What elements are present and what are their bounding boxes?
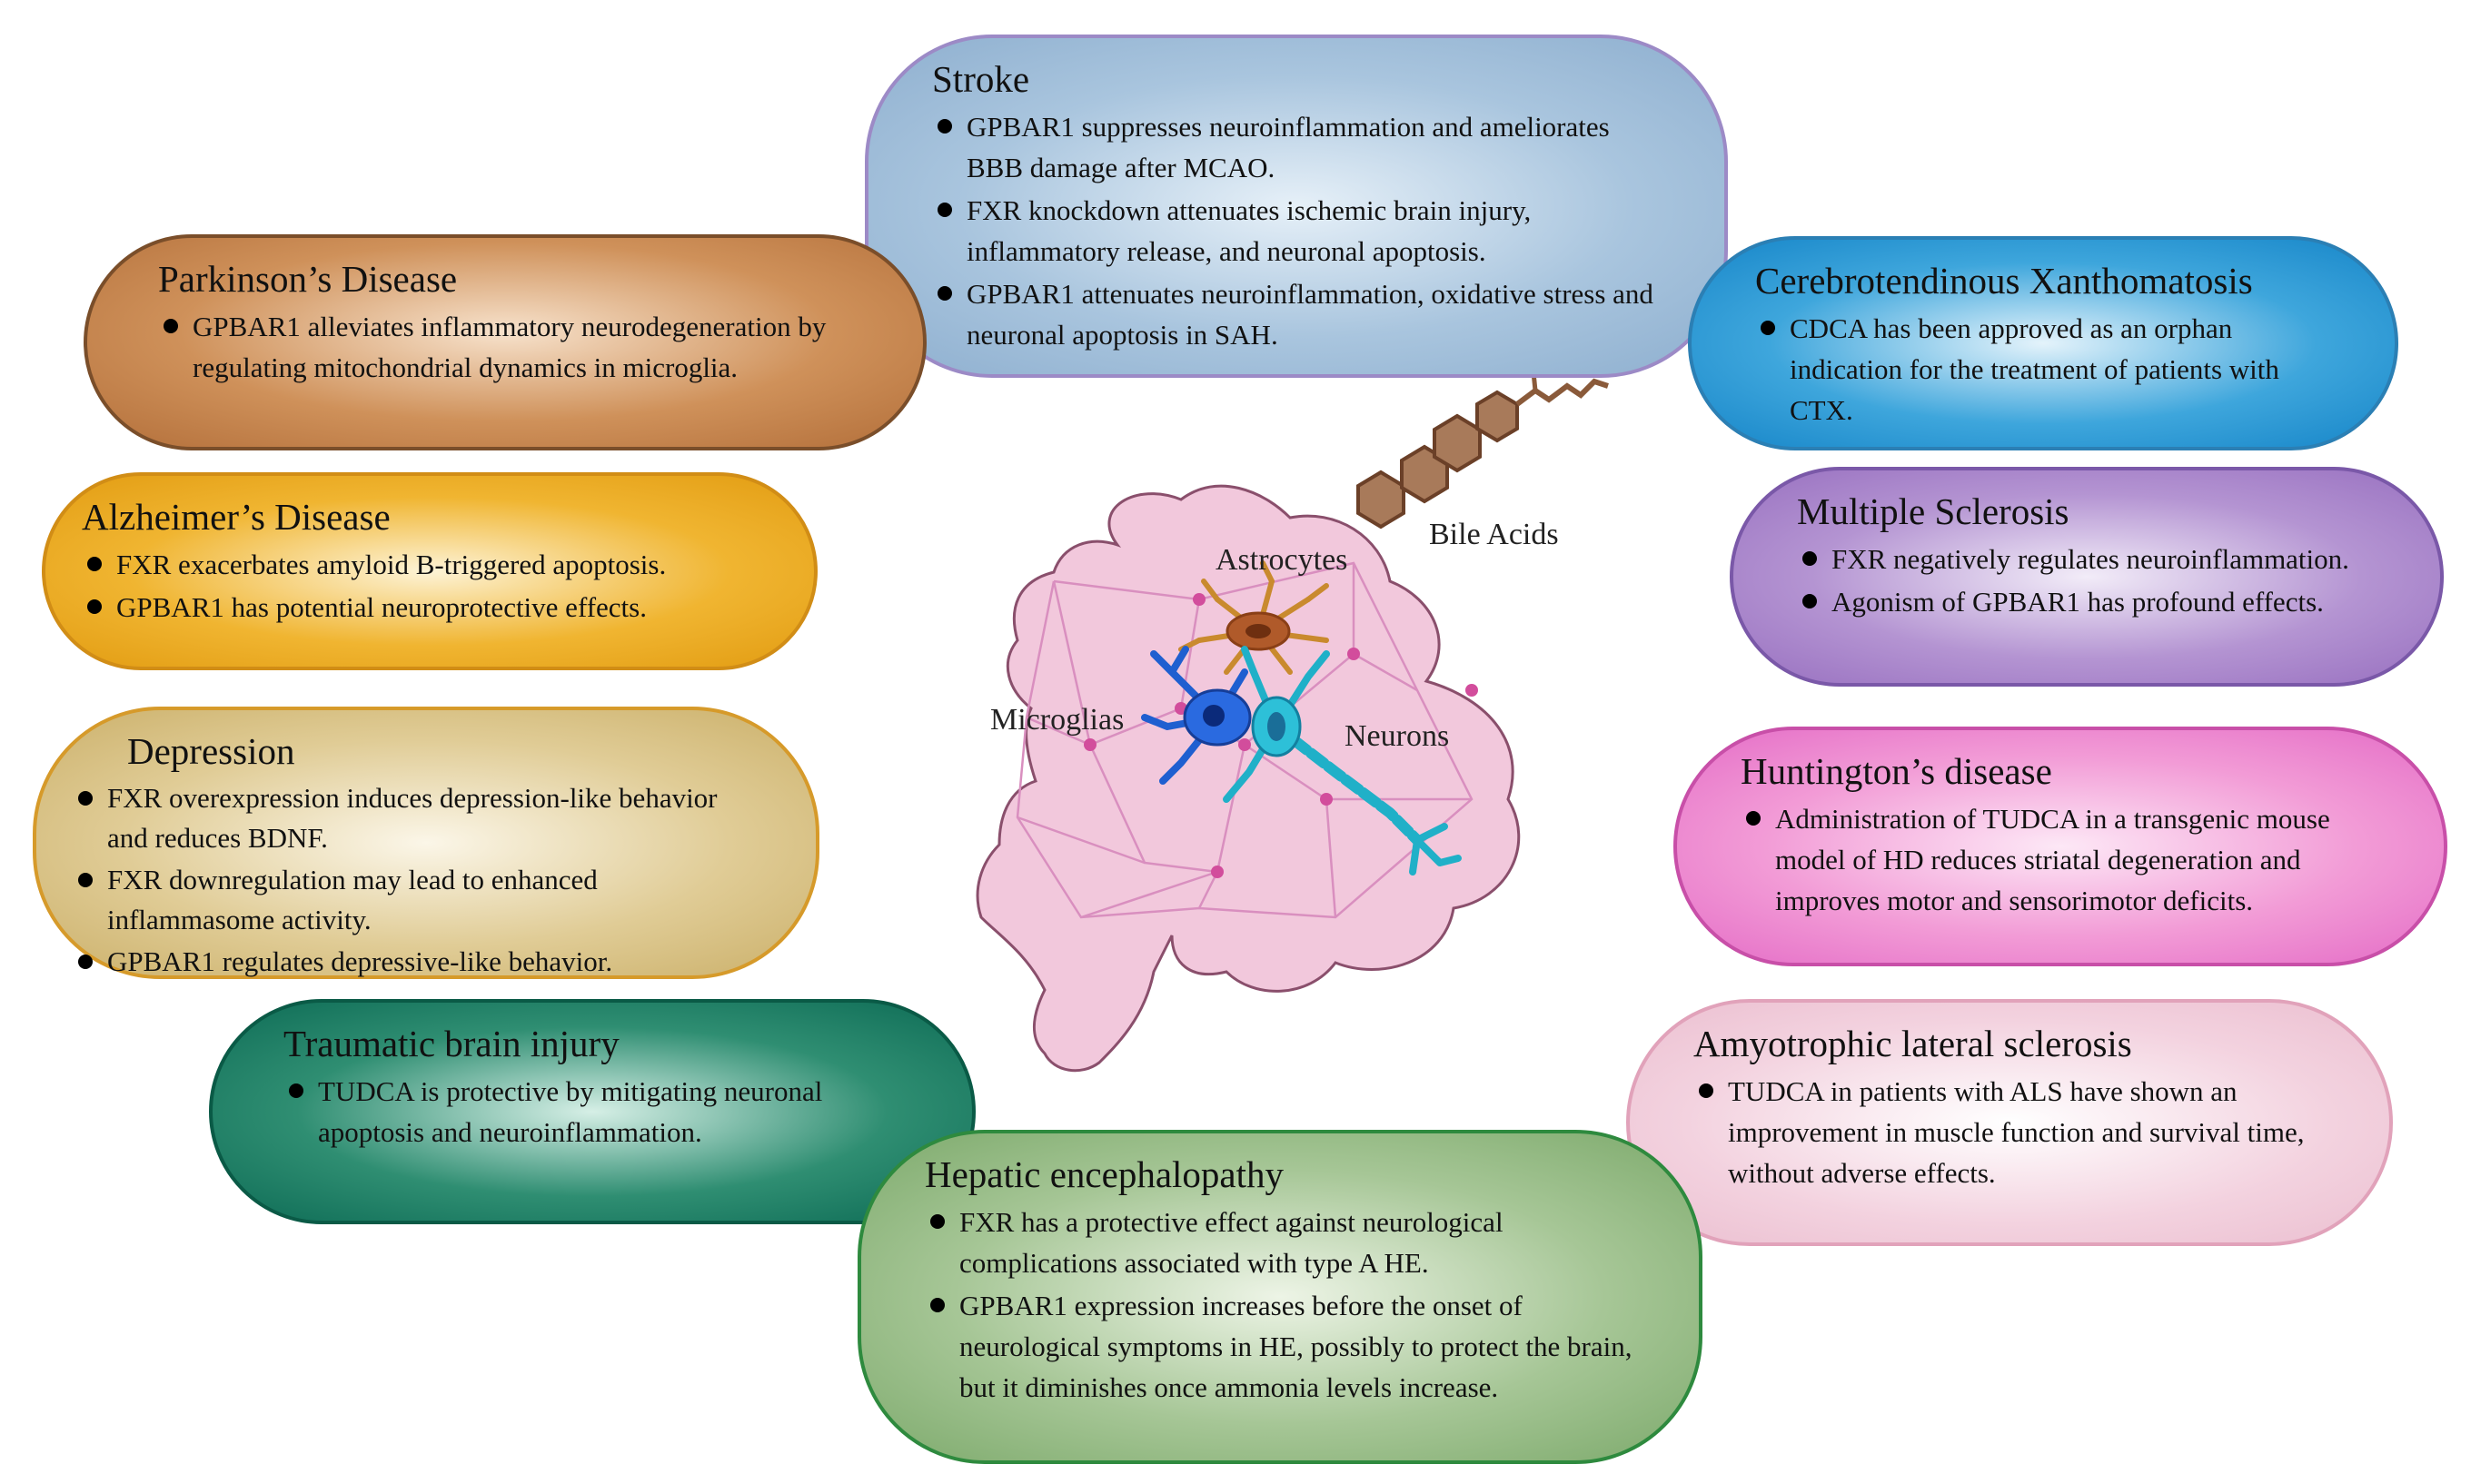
microglia-cell: [1141, 646, 1252, 785]
alzheimers-box: Alzheimer’s Disease FXR exacerbates amyl…: [42, 472, 818, 670]
bullet-item: FXR has a protective effect against neur…: [925, 1202, 1635, 1283]
depression-box: Depression FXR overexpression induces de…: [33, 707, 819, 979]
alzheimers-title: Alzheimer’s Disease: [82, 496, 391, 538]
neuron-cell: [1223, 646, 1462, 876]
microglias-label: Microglias: [990, 703, 1125, 737]
bullet-item: GPBAR1 regulates depressive-like behavio…: [73, 942, 752, 982]
bullet-item: TUDCA is protective by mitigating neuron…: [283, 1071, 908, 1153]
als-bullets: TUDCA in patients with ALS have shown an…: [1693, 1071, 2326, 1193]
huntingtons-bullets: Administration of TUDCA in a transgenic …: [1741, 798, 2380, 921]
bullet-item: TUDCA in patients with ALS have shown an…: [1693, 1071, 2326, 1193]
bullet-item: GPBAR1 has potential neuroprotective eff…: [82, 587, 750, 628]
bullet-item: FXR exacerbates amyloid B-triggered apop…: [82, 544, 750, 585]
als-title: Amyotrophic lateral sclerosis: [1693, 1023, 2132, 1064]
bullet-item: FXR negatively regulates neuroinflammati…: [1797, 539, 2377, 579]
bile-acids-label: Bile Acids: [1429, 518, 1559, 551]
bile-acid-molecule: [1356, 371, 1609, 529]
stroke-box: Stroke GPBAR1 suppresses neuroinflammati…: [865, 35, 1728, 378]
multiple-sclerosis-box: Multiple Sclerosis FXR negatively regula…: [1730, 467, 2444, 687]
huntingtons-title: Huntington’s disease: [1741, 750, 2052, 792]
bullet-item: GPBAR1 expression increases before the o…: [925, 1285, 1635, 1408]
hepatic-encephalopathy-box: Hepatic encephalopathy FXR has a protect…: [858, 1130, 1702, 1464]
hepatic-encephalopathy-bullets: FXR has a protective effect against neur…: [925, 1202, 1635, 1408]
astrocytes-label: Astrocytes: [1216, 543, 1348, 577]
depression-bullets: FXR overexpression induces depression-li…: [73, 778, 752, 982]
bullet-item: CDCA has been approved as an orphan indi…: [1755, 308, 2331, 430]
multiple-sclerosis-bullets: FXR negatively regulates neuroinflammati…: [1797, 539, 2377, 622]
bullet-item: GPBAR1 attenuates neuroinflammation, oxi…: [932, 273, 1661, 355]
bullet-item: Administration of TUDCA in a transgenic …: [1741, 798, 2380, 921]
bullet-item: FXR downregulation may lead to enhanced …: [73, 860, 752, 940]
astrocyte-cell: [1178, 560, 1329, 675]
bullet-item: FXR overexpression induces depression-li…: [73, 778, 752, 858]
bullet-item: GPBAR1 suppresses neuroinflammation and …: [932, 106, 1661, 188]
network-nodes: [1084, 593, 1478, 878]
parkinsons-box: Parkinson’s Disease GPBAR1 alleviates in…: [84, 234, 927, 450]
bullet-item: Agonism of GPBAR1 has profound effects.: [1797, 581, 2377, 622]
hepatic-encephalopathy-title: Hepatic encephalopathy: [925, 1153, 1285, 1195]
bullet-item: FXR knockdown attenuates ischemic brain …: [932, 190, 1661, 272]
multiple-sclerosis-title: Multiple Sclerosis: [1797, 490, 2069, 532]
tbi-bullets: TUDCA is protective by mitigating neuron…: [283, 1071, 908, 1153]
tbi-box: Traumatic brain injury TUDCA is protecti…: [209, 999, 976, 1224]
ctx-box: Cerebrotendinous Xanthomatosis CDCA has …: [1688, 236, 2398, 450]
tbi-title: Traumatic brain injury: [283, 1023, 620, 1064]
ctx-bullets: CDCA has been approved as an orphan indi…: [1755, 308, 2331, 430]
stroke-bullets: GPBAR1 suppresses neuroinflammation and …: [932, 106, 1661, 355]
huntingtons-box: Huntington’s disease Administration of T…: [1673, 727, 2447, 966]
stroke-title: Stroke: [932, 58, 1030, 100]
neurons-label: Neurons: [1345, 719, 1450, 753]
alzheimers-bullets: FXR exacerbates amyloid B-triggered apop…: [82, 544, 750, 628]
parkinsons-title: Parkinson’s Disease: [158, 258, 458, 300]
parkinsons-bullets: GPBAR1 alleviates inflammatory neurodege…: [158, 306, 859, 388]
depression-title: Depression: [127, 730, 295, 772]
bullet-item: GPBAR1 alleviates inflammatory neurodege…: [158, 306, 859, 388]
als-box: Amyotrophic lateral sclerosis TUDCA in p…: [1626, 999, 2393, 1246]
ctx-title: Cerebrotendinous Xanthomatosis: [1755, 260, 2253, 302]
